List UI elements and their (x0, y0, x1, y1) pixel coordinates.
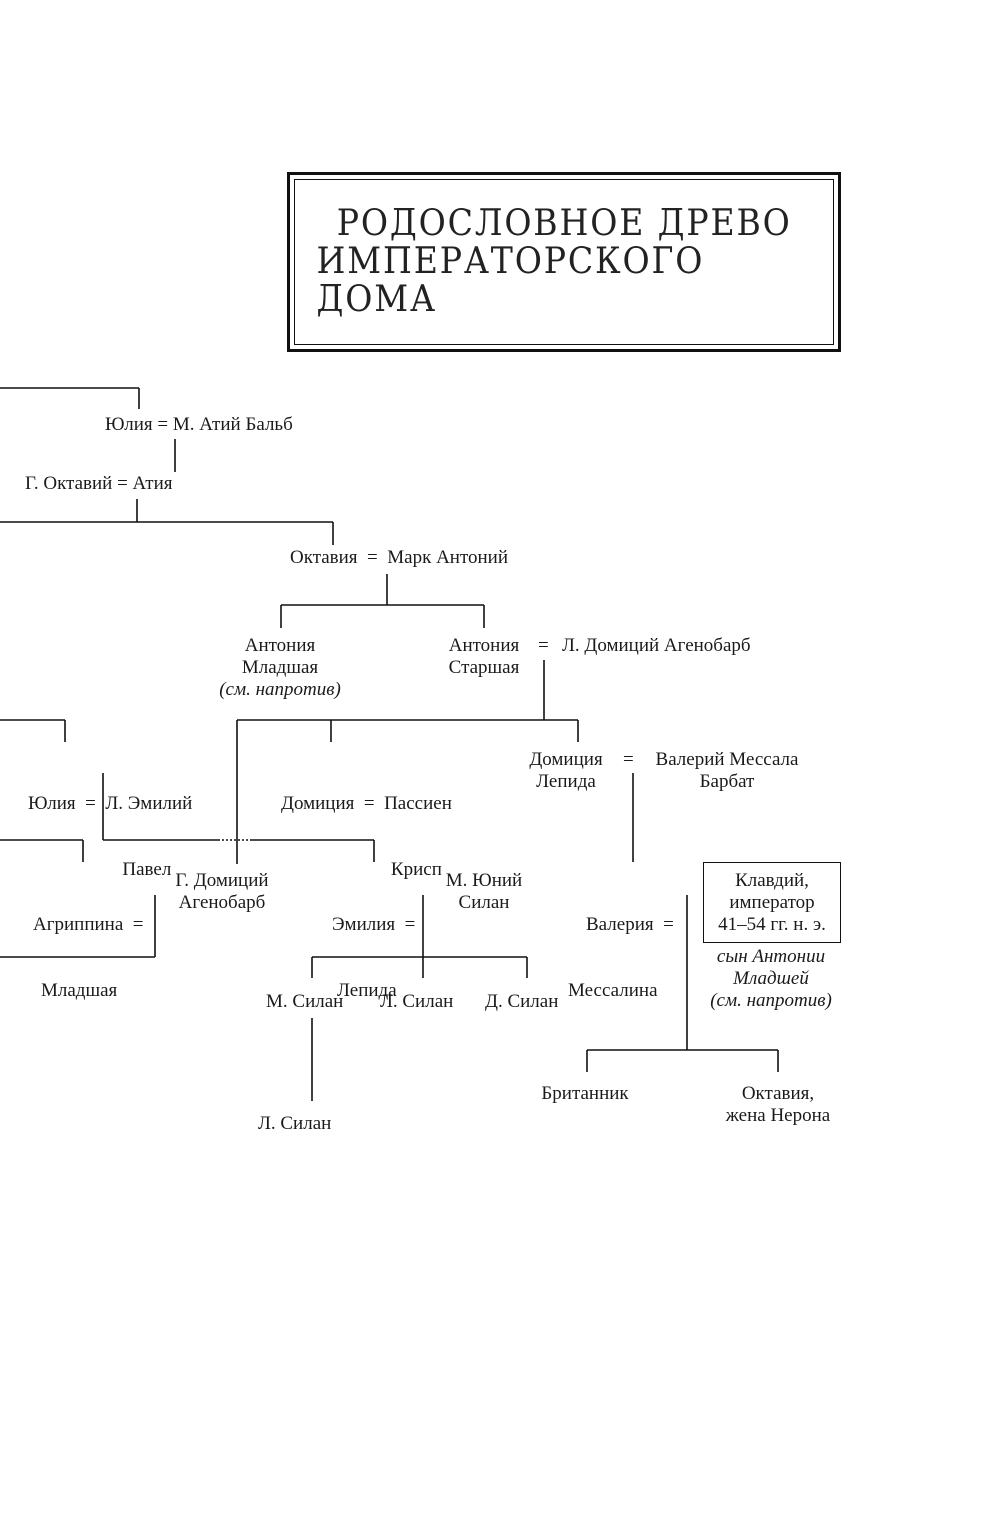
m-junius-silanus: М. Юний Силан (446, 870, 522, 914)
d-silanus: Д. Силан (485, 991, 559, 1012)
britannicus: Британник (541, 1083, 629, 1104)
name-line: Домиция (529, 749, 603, 770)
name-line: Юлия = Л. Эмилий (28, 793, 193, 814)
marriage-sign: = (538, 635, 549, 656)
name-line: Валерий Мессала (655, 749, 799, 770)
name-line: Эмилия = (332, 914, 416, 935)
valerius-messala: Валерий Мессала Барбат (656, 749, 799, 793)
name-line: Антония (448, 635, 520, 656)
l-silanus: Л. Силан (380, 991, 454, 1012)
octavia-antony: Октавия = Марк Антоний (290, 547, 509, 568)
reign-years: 41–54 гг. н. э. (718, 914, 826, 935)
name-line: Клавдий, (735, 870, 809, 891)
name-line: Барбат (699, 771, 755, 792)
name-line: Октавия, (741, 1083, 815, 1104)
octavia-wife-of-nero: Октавия, жена Нерона (726, 1083, 830, 1127)
name-line: Г. Домиций (175, 870, 269, 891)
valeria-messalina: Валерия = Мессалина (568, 870, 674, 1046)
name-line: Агриппина = (33, 914, 144, 935)
aemilia-lepida: Эмилия = Лепида (332, 870, 415, 1046)
agrippina-minor: Агриппина = Младшая (33, 870, 144, 1046)
antonia-minor: Антония Младшая (см. напротив) (219, 635, 341, 701)
title-line-2: ИМПЕРАТОРСКОГО ДОМА (316, 241, 705, 320)
name-line: жена Нерона (725, 1105, 831, 1126)
note-line: Младшей (733, 968, 809, 989)
name-line: Младшая (41, 980, 118, 1001)
note-line: (см. напротив) (710, 990, 832, 1011)
name-line: Агенобарб (178, 892, 266, 913)
gn-domitius: Г. Домиций Агенобарб (175, 870, 268, 914)
domitia-crispus: Домиция = Пассиен Крисп (281, 749, 452, 925)
claudius-box: Клавдий, император 41–54 гг. н. э. (703, 862, 841, 943)
see-opposite-note: (см. напротив) (219, 679, 341, 700)
name-line: Антония (244, 635, 316, 656)
name-line: Крисп (390, 859, 442, 880)
name-line: Павел (122, 859, 172, 880)
name-line: Лепида (337, 980, 397, 1001)
claudius-note: сын Антонии Младшей (см. напротив) (710, 946, 832, 1012)
l-domitius: Л. Домиций Агенобарб (562, 635, 751, 656)
name-line: М. Юний (445, 870, 523, 891)
name-line: Валерия = (586, 914, 674, 935)
l-silanus-son: Л. Силан (258, 1113, 332, 1134)
name-line: император (729, 892, 815, 913)
title-box: РОДОСЛОВНОЕ ДРЕВО ИМПЕРАТОРСКОГО ДОМА (287, 172, 841, 352)
marriage-sign: = (623, 749, 634, 770)
name-line: Домиция = Пассиен (281, 793, 452, 814)
m-silanus: М. Силан (266, 991, 344, 1012)
claudius: Клавдий, император 41–54 гг. н. э. (718, 870, 826, 936)
name-line: Лепида (536, 771, 596, 792)
antonia-major: Антония Старшая (449, 635, 520, 679)
julia-balbus: Юлия = М. Атий Бальб (105, 414, 293, 435)
octavius-atia: Г. Октавий = Атия (25, 473, 173, 494)
name-line: Старшая (448, 657, 520, 678)
domitia-lepida: Домиция Лепида (529, 749, 602, 793)
title-line-1: РОДОСЛОВНОЕ ДРЕВО (336, 203, 792, 244)
name-line: Мессалина (568, 980, 658, 1001)
note-line: сын Антонии (716, 946, 826, 967)
name-line: Силан (458, 892, 510, 913)
julia-paullus: Юлия = Л. Эмилий Павел (28, 749, 192, 925)
name-line: Младшая (241, 657, 319, 678)
